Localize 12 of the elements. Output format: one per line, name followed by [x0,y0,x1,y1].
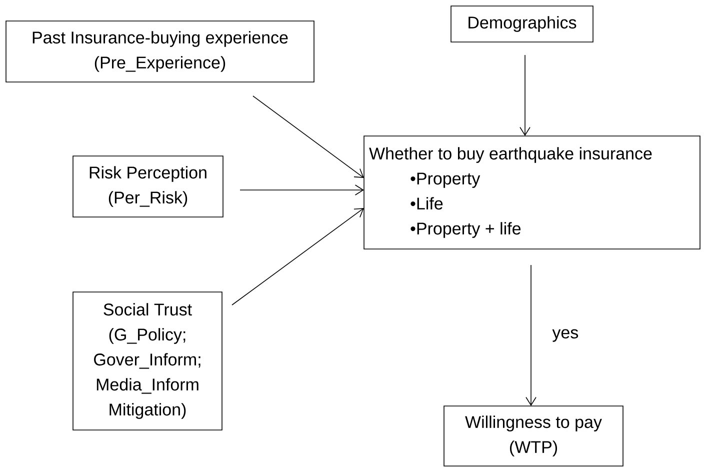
text-box: Demographics [450,6,594,42]
text-box: Willingness to pay (WTP) [444,406,624,466]
text-box: Past Insurance-buying experience (Pre_Experience) [6,20,314,82]
arrow [526,264,536,406]
text-box: Whether to buy earthquake insurance •Property •Life •Property + life [364,136,700,250]
arrow [232,208,364,306]
edge-label: yes [552,329,578,342]
text-box: Risk Perception (Per_Risk) [72,156,224,218]
arrow [240,184,364,196]
arrow [252,96,364,178]
arrow [520,54,530,136]
text-box: Social Trust (G_Policy; Gover_Inform; Media_Inform Mitigation) [72,292,222,430]
